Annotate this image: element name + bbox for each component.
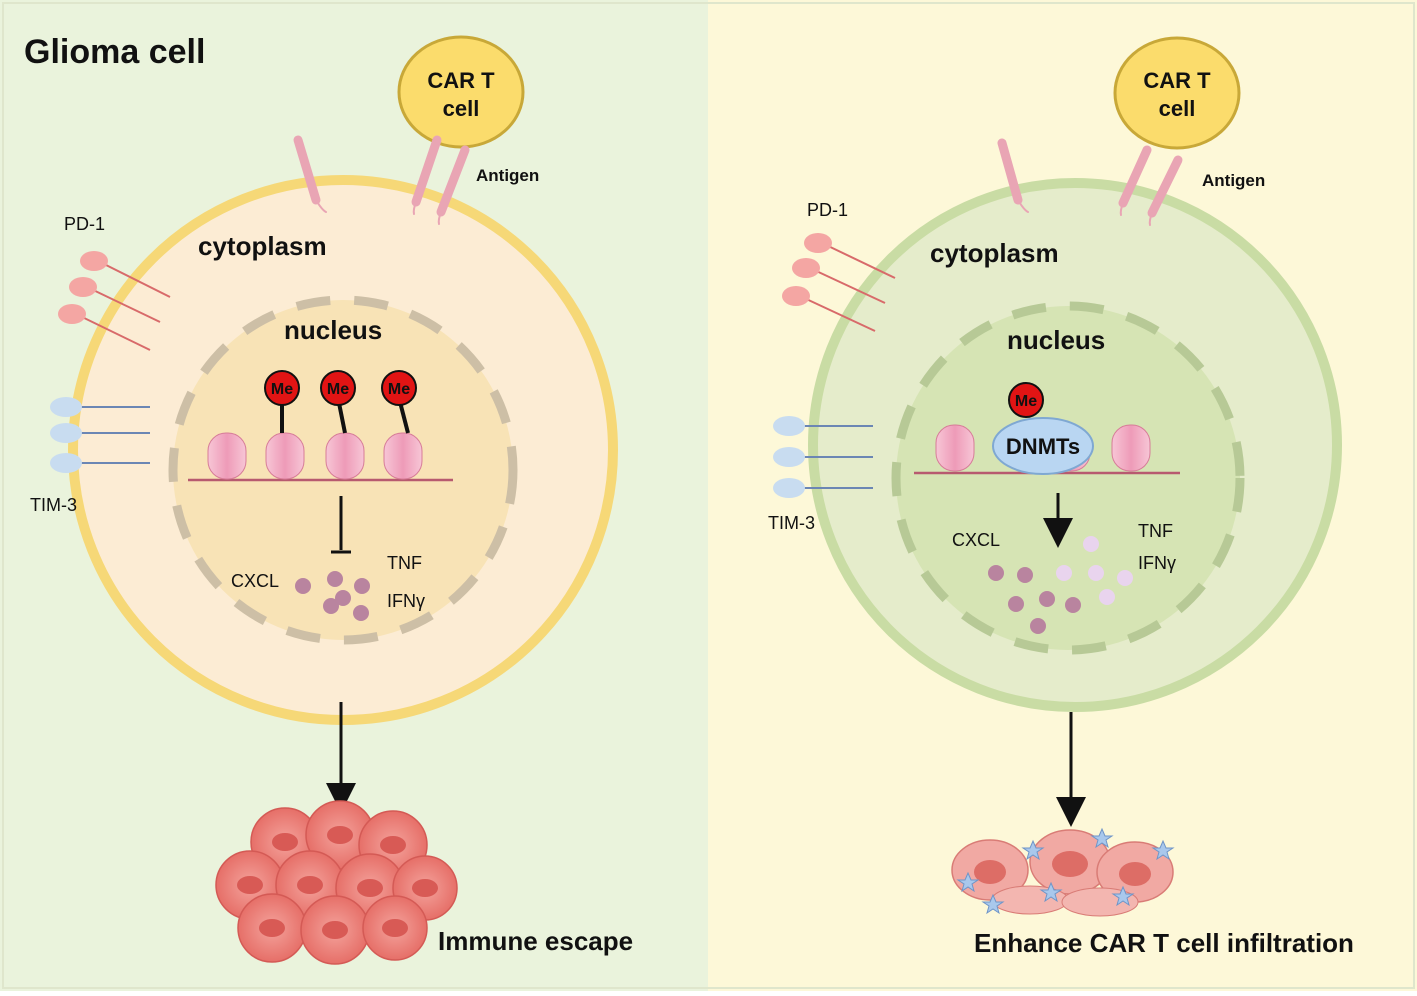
- left-me-label-1: Me: [271, 381, 293, 398]
- left-car-t-label-line1: CAR T: [427, 68, 495, 93]
- left-histones: [207, 432, 423, 480]
- right-pd1-receptors: [782, 233, 896, 332]
- left-pd1-label: PD-1: [64, 214, 105, 234]
- left-nucleus-label: nucleus: [284, 315, 382, 345]
- right-car-t-label-line1: CAR T: [1143, 68, 1211, 93]
- right-antigen-receptors: [997, 138, 1183, 226]
- right-cytoplasm-label: cytoplasm: [930, 238, 1059, 268]
- right-cxcl-label: CXCL: [952, 530, 1000, 550]
- right-nucleus-label: nucleus: [1007, 325, 1105, 355]
- left-cytokines: [295, 571, 370, 621]
- left-inhibition-symbol: [331, 496, 351, 554]
- right-infiltrated-tissue: [951, 827, 1175, 917]
- right-dnmt-label: DNMTs: [1006, 434, 1080, 459]
- left-tnf-label: TNF: [387, 553, 422, 573]
- right-dnmt-complex: DNMTs: [992, 417, 1094, 475]
- left-car-t-cell: CAR T cell: [397, 35, 525, 149]
- left-tim3-label: TIM-3: [30, 495, 77, 515]
- right-tim3-receptors: [773, 416, 873, 498]
- right-nucleus: [891, 301, 1245, 655]
- left-outcome-label: Immune escape: [438, 926, 633, 956]
- right-tim3-label: TIM-3: [768, 513, 815, 533]
- right-tnf-label: TNF: [1138, 521, 1173, 541]
- left-cytoplasm-label: cytoplasm: [198, 231, 327, 261]
- right-car-t-label-line2: cell: [1159, 96, 1196, 121]
- left-tumor-mass: [215, 800, 458, 965]
- left-tim3-receptors: [50, 397, 150, 473]
- right-ifn-label: IFNγ: [1138, 553, 1176, 573]
- left-ifn-label: IFNγ: [387, 591, 425, 611]
- left-me-label-2: Me: [327, 381, 349, 398]
- right-me-label: Me: [1015, 393, 1037, 410]
- left-antigen-receptors: [293, 135, 470, 225]
- right-antigen-label: Antigen: [1202, 171, 1265, 190]
- left-panel: Glioma cell cytoplasm nucleus CAR T cell…: [24, 33, 633, 965]
- right-pd1-label: PD-1: [807, 200, 848, 220]
- right-methyl-group: Me: [1008, 382, 1044, 418]
- right-panel: cytoplasm nucleus CAR T cell Antigen PD-…: [768, 36, 1354, 958]
- right-outcome-label: Enhance CAR T cell infiltration: [974, 928, 1354, 958]
- left-methyl-groups: Me Me Me: [264, 370, 417, 434]
- left-me-label-3: Me: [388, 381, 410, 398]
- t-cell-stars: [956, 827, 1175, 915]
- figure-title: Glioma cell: [24, 33, 205, 71]
- left-cxcl-label: CXCL: [231, 571, 279, 591]
- right-car-t-cell: CAR T cell: [1113, 36, 1241, 150]
- right-cytokines: [988, 536, 1133, 634]
- left-car-t-label-line2: cell: [443, 96, 480, 121]
- left-pd1-receptors: [58, 251, 171, 351]
- left-antigen-label: Antigen: [476, 166, 539, 185]
